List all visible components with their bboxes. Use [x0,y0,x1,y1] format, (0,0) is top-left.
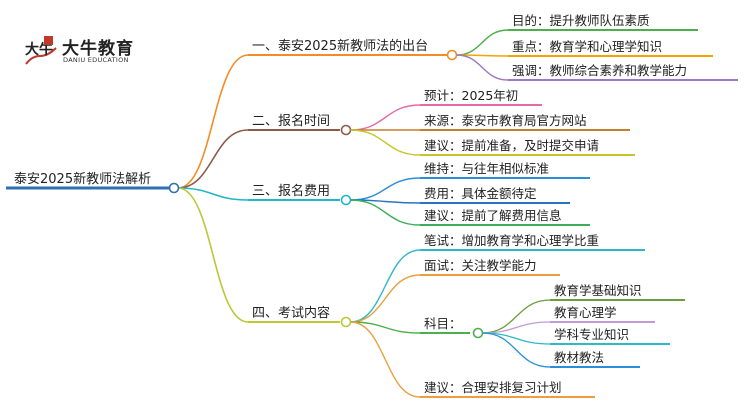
branch-4-leaf-2[interactable]: 面试：关注教学能力 [420,258,560,276]
branch-3-leaf-2-text: 费用：具体金额待定 [424,186,537,201]
subject-4[interactable]: 教材教法 [550,350,640,368]
branch-1-node[interactable]: 一、泰安2025新教师法的出台 [248,38,448,56]
branch-3-leaf-1[interactable]: 维持：与往年相似标准 [420,161,590,179]
branch-3-toggle[interactable] [340,194,352,206]
branch-1-leaf-2[interactable]: 重点：教育学和心理学知识 [508,39,713,57]
branch-4-node-text: 四、考试内容 [252,305,330,321]
branch-2-leaf-1-connector [350,104,421,131]
branch-1-leaf-3-connector [456,54,509,81]
root-node-text: 泰安2025新教师法解析 [14,171,151,187]
branch-2-node-text: 二、报名时间 [252,113,330,129]
branch-2-toggle[interactable] [340,124,352,136]
logo-name-cn: 大牛教育 [62,39,134,59]
branch-4-leaf-3-connector [350,321,421,334]
branch-4-leaf-1-text: 笔试：增加教育学和心理学比重 [424,233,599,248]
branch-4-leaf-3-text: 科目： [424,316,462,331]
subject-2-text: 教育心理学 [554,305,617,320]
branch-3-leaf-2[interactable]: 费用：具体金额待定 [420,186,570,204]
subject-3[interactable]: 学科专业知识 [550,327,670,345]
branch-1-leaf-3-text: 强调：教师综合素养和教学能力 [512,63,687,78]
subject-4-connector [482,332,551,368]
branch-4-connector [177,187,249,323]
branch-4-toggle[interactable] [340,316,352,328]
branch-3-leaf-3-text: 建议：提前了解费用信息 [424,208,562,223]
branch-4-leaf-4-text: 建议：合理安排复习计划 [424,380,562,395]
branch-3-node[interactable]: 三、报名费用 [248,183,340,201]
branch-2-leaf-1-text: 预计：2025年初 [424,88,518,103]
branch-3-connector [177,187,249,201]
branch-2-leaf-3-text: 建议：提前准备，及时提交申请 [424,138,599,153]
branch-1-toggle[interactable] [446,49,458,61]
branch-3-leaf-1-connector [350,177,421,201]
subject-1-text: 教育学基础知识 [554,283,642,298]
branch-4-leaf-1-connector [350,249,421,323]
branch-3-leaf-3-connector [350,199,421,226]
branch-3-leaf-3[interactable]: 建议：提前了解费用信息 [420,208,590,226]
branch-2-leaf-2-text: 来源：泰安市教育局官方网站 [424,113,587,128]
subjects-toggle[interactable] [472,327,484,339]
branch-3-leaf-1-text: 维持：与往年相似标准 [424,161,549,176]
branch-2-leaf-1[interactable]: 预计：2025年初 [420,88,542,106]
branch-1-leaf-1[interactable]: 目的：提升教师队伍素质 [508,13,698,31]
branch-4-node[interactable]: 四、考试内容 [248,305,340,323]
branch-4-leaf-4-connector [350,321,421,398]
subject-2[interactable]: 教育心理学 [550,305,655,323]
root-node[interactable]: 泰安2025新教师法解析 [10,171,170,189]
branch-2-node[interactable]: 二、报名时间 [248,113,340,131]
daniu-logo-icon: 大牛 [25,36,57,65]
branch-1-connector [177,54,249,189]
logo: 大牛 大牛教育 DANIU EDUCATION [22,34,152,70]
branch-1-node-text: 一、泰安2025新教师法的出台 [252,38,428,54]
branch-3-node-text: 三、报名费用 [252,183,330,199]
branch-2-leaf-3[interactable]: 建议：提前准备，及时提交申请 [420,138,635,156]
subject-4-text: 教材教法 [554,350,604,365]
branch-4-leaf-3[interactable]: 科目： [420,316,470,334]
branch-4-leaf-2-connector [350,274,421,323]
subject-1-connector [482,299,551,334]
subject-1[interactable]: 教育学基础知识 [550,283,685,301]
branch-1-leaf-3[interactable]: 强调：教师综合素养和教学能力 [508,63,738,81]
subject-3-text: 学科专业知识 [554,327,629,342]
branch-4-leaf-4[interactable]: 建议：合理安排复习计划 [420,380,595,398]
logo-name-en: DANIU EDUCATION [63,56,129,64]
root-toggle[interactable] [168,182,180,194]
branch-4-leaf-1[interactable]: 笔试：增加教育学和心理学比重 [420,233,645,251]
logo-mark: 大牛 [25,41,53,58]
branch-1-leaf-1-connector [456,29,509,56]
branch-4-leaf-2-text: 面试：关注教学能力 [424,258,537,273]
branch-1-leaf-2-text: 重点：教育学和心理学知识 [512,39,662,54]
branch-2-leaf-2[interactable]: 来源：泰安市教育局官方网站 [420,113,630,131]
branch-2-leaf-3-connector [350,129,421,156]
branch-1-leaf-1-text: 目的：提升教师队伍素质 [512,13,650,28]
branch-2-connector [177,129,249,189]
